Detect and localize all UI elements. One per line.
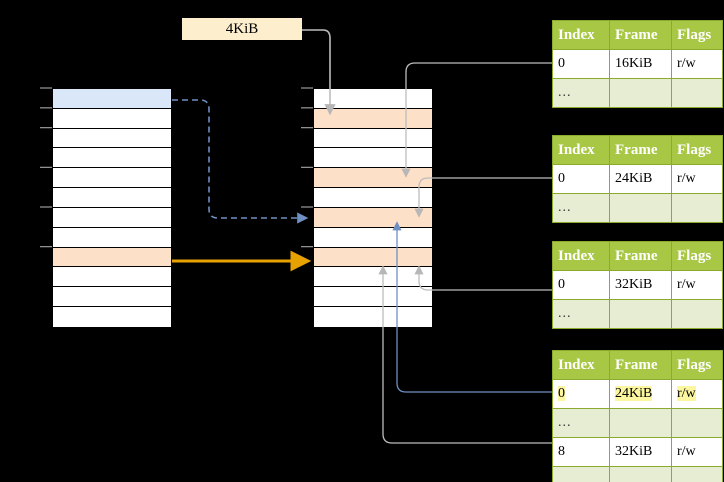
cell-flags [671,193,723,223]
cell-frame: 24KiB [609,379,672,409]
cell-frame [609,193,672,223]
memory-row [314,287,432,308]
cell-index: 8 [552,437,610,467]
virtual-address-space-column [52,88,172,328]
cell-index: 0 [552,270,610,300]
cell-frame [609,408,672,438]
column-header-flags: Flags [671,20,723,50]
memory-row [53,188,171,208]
cell-index: ... [552,466,610,482]
cell-frame [609,466,672,482]
memory-row [314,108,432,129]
memory-row [314,227,432,248]
column-header-frame: Frame [609,20,672,50]
memory-row [53,108,171,129]
highlighted-value: 0 [558,386,565,401]
memory-row [314,207,432,228]
memory-row [314,89,432,109]
cell-frame: 32KiB [609,270,672,300]
column-header-flags: Flags [671,241,723,271]
memory-row [314,307,432,327]
memory-row [53,128,171,149]
memory-row [314,188,432,208]
cell-index: 0 [552,379,610,409]
memory-row [53,307,171,327]
cell-index: ... [552,78,610,108]
memory-row [53,207,171,228]
memory-row [53,168,171,189]
cell-index: 0 [552,49,610,79]
column-header-flags: Flags [671,350,723,380]
cell-flags [671,299,723,329]
cell-frame: 32KiB [609,437,672,467]
table-ellipsis-row: ... [552,466,723,482]
memory-row [314,148,432,169]
cell-flags [671,466,723,482]
memory-row [53,287,171,308]
cell-index: 0 [552,164,610,194]
cell-frame: 24KiB [609,164,672,194]
cell-frame: 16KiB [609,49,672,79]
cell-frame [609,299,672,329]
memory-row [314,247,432,268]
column-header-frame: Frame [609,350,672,380]
table-ellipsis-row: ... [552,78,723,108]
page-size-label: 4KiB [182,18,302,40]
cell-flags: r/w [671,270,723,300]
cell-flags: r/w [671,49,723,79]
column-header-index: Index [552,20,610,50]
memory-row [53,247,171,268]
connector-pt3-to-frame [414,265,552,291]
column-header-frame: Frame [609,241,672,271]
column-header-index: Index [552,135,610,165]
table-ellipsis-row: ... [552,193,723,223]
highlighted-value: 24KiB [615,386,653,401]
cell-index: ... [552,408,610,438]
memory-row [53,227,171,248]
column-header-flags: Flags [671,135,723,165]
cell-flags [671,78,723,108]
memory-row [314,267,432,288]
cell-index: ... [552,193,610,223]
cell-index: ... [552,299,610,329]
memory-row [314,168,432,189]
table-ellipsis-row: ... [552,408,723,438]
cell-flags [671,408,723,438]
physical-memory-column [313,88,433,328]
memory-row [53,89,171,109]
memory-row [53,267,171,288]
memory-row [314,128,432,149]
memory-row [53,148,171,169]
table-ellipsis-row: ... [552,299,723,329]
column-header-frame: Frame [609,135,672,165]
cell-flags: r/w [671,379,723,409]
column-header-index: Index [552,350,610,380]
connector-virtual-page-mapping [172,99,309,224]
highlighted-value: r/w [677,386,696,401]
cell-flags: r/w [671,437,723,467]
table-row: 0 24KiB r/w [552,379,723,409]
connector-pt2-to-frame [414,177,552,218]
column-header-index: Index [552,241,610,271]
cell-flags: r/w [671,164,723,194]
cell-frame [609,78,672,108]
